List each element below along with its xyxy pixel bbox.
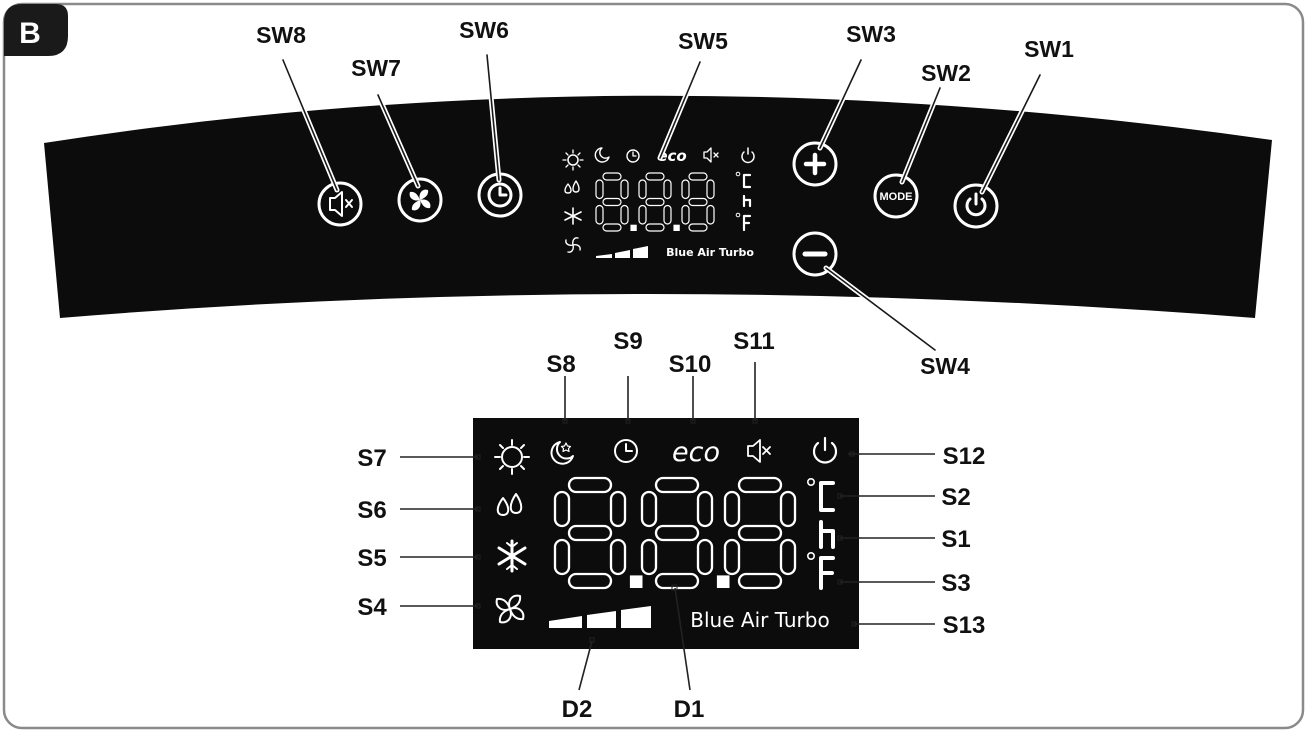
fan-icon	[495, 594, 525, 624]
fahrenheit-indicator	[819, 556, 835, 590]
corner-label: B	[19, 17, 41, 50]
mini-unit-indicators	[735, 171, 752, 232]
sw3-label: SW3	[846, 21, 896, 47]
sw6-label: SW6	[459, 17, 509, 43]
hours-indicator	[819, 520, 835, 549]
clock-icon	[614, 439, 638, 463]
mini-fan-icon	[565, 237, 581, 253]
s9-label: S9	[613, 328, 642, 355]
power-icon	[812, 436, 838, 464]
mini-power-icon	[741, 147, 755, 164]
sw2-label: SW2	[921, 60, 971, 86]
s4-label: S4	[357, 594, 387, 621]
mini-mute-icon	[703, 147, 719, 163]
mini-sleep-icon	[594, 147, 610, 163]
mini-digit-1	[595, 172, 637, 232]
fan-speed-button[interactable]	[397, 177, 443, 223]
mute-icon	[747, 439, 771, 463]
digit-2	[640, 476, 730, 590]
celsius-indicator	[819, 481, 835, 512]
mini-digit-2	[638, 172, 680, 232]
mini-snowflake-icon	[564, 207, 582, 225]
sw4-label: SW4	[920, 353, 970, 379]
clock-icon	[487, 182, 513, 208]
mini-clock-icon	[626, 149, 640, 163]
timer-button[interactable]	[477, 172, 523, 218]
d2-label: D2	[562, 696, 593, 723]
mode-button-label: MODE	[880, 191, 913, 203]
mode-button[interactable]: MODE	[873, 173, 919, 219]
blue-air-turbo-text: Blue Air Turbo	[690, 608, 829, 632]
mini-digit-3	[681, 172, 715, 232]
s1-label: S1	[941, 526, 970, 553]
degree-f-dot	[806, 551, 815, 560]
s3-label: S3	[941, 570, 970, 597]
indicator-leaders	[400, 362, 935, 691]
control-panel	[44, 95, 1272, 318]
power-icon	[965, 192, 987, 217]
s8-label: S8	[546, 351, 575, 378]
sw1-label: SW1	[1024, 36, 1074, 62]
eco-icon: eco	[672, 437, 720, 468]
d1-label: D1	[674, 696, 705, 723]
lcd-detail	[473, 418, 859, 649]
degree-c-dot	[806, 477, 815, 486]
s11-label: S11	[733, 328, 774, 355]
s13-label: S13	[943, 612, 986, 639]
s2-label: S2	[941, 484, 970, 511]
plus-icon	[803, 152, 827, 176]
corner-badge: B	[4, 4, 68, 56]
mute-icon	[329, 191, 353, 217]
sw5-label: SW5	[678, 28, 728, 54]
snowflake-icon	[497, 539, 527, 573]
plus-button[interactable]	[792, 141, 838, 187]
sw7-label: SW7	[351, 55, 401, 81]
unit-indicators	[806, 477, 835, 590]
s10-label: S10	[669, 351, 712, 378]
switch-callouts	[280, 52, 1043, 353]
digit-1	[553, 476, 643, 590]
s7-label: S7	[357, 445, 386, 472]
mini-sun-icon	[562, 149, 584, 171]
sw8-label: SW8	[256, 22, 306, 48]
mini-speed-bars	[596, 246, 648, 258]
mute-button[interactable]	[317, 181, 363, 227]
digit-3	[723, 476, 797, 590]
sleep-icon	[550, 441, 574, 465]
sun-icon	[494, 439, 530, 475]
mini-drops-icon	[564, 180, 580, 194]
mini-digits	[595, 172, 715, 232]
panel-lcd: eco Blue Air Turbo	[562, 147, 755, 259]
main-digits	[553, 476, 797, 590]
s6-label: S6	[357, 497, 386, 524]
drops-icon	[496, 493, 523, 516]
fan-icon	[409, 189, 431, 211]
power-button[interactable]	[953, 183, 999, 229]
mini-blue-air-turbo: Blue Air Turbo	[666, 246, 754, 259]
minus-button[interactable]	[792, 231, 838, 277]
s12-label: S12	[943, 443, 986, 470]
fan-speed-bars	[549, 606, 651, 628]
s5-label: S5	[357, 545, 386, 572]
